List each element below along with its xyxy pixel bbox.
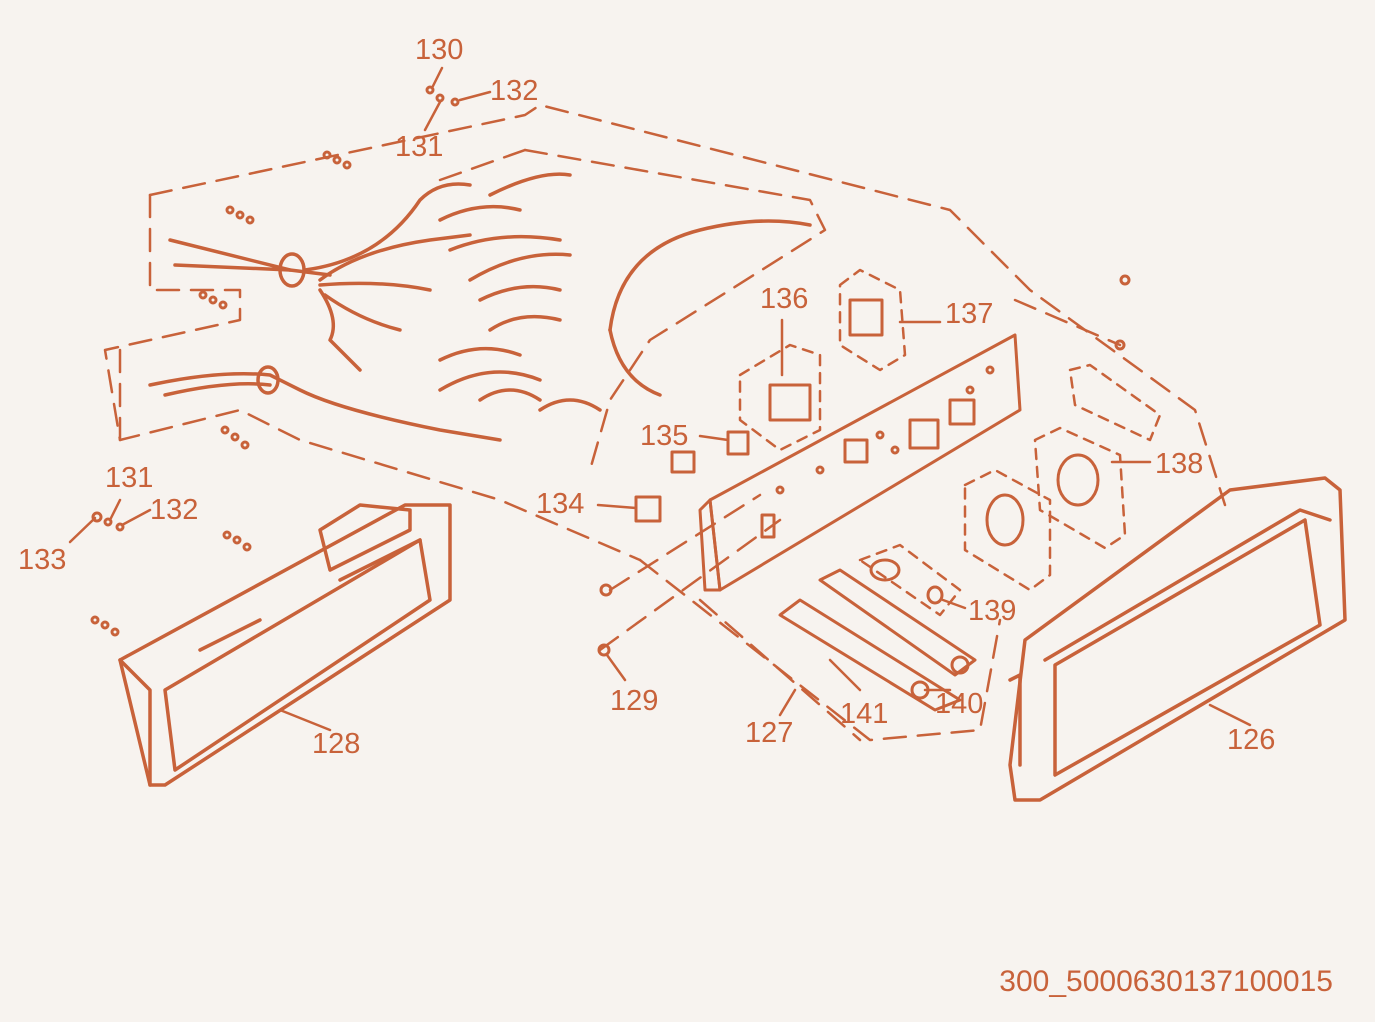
mounting-plate-128: [118, 503, 452, 787]
callout-137: 137: [945, 298, 994, 330]
front-bezel-126: [1008, 476, 1347, 802]
component-groups: [738, 268, 1162, 617]
wire-harness: [148, 172, 812, 442]
drawing-code: 300_5000630137100015: [999, 965, 1333, 998]
callout-135: 135: [640, 420, 689, 452]
callout-129: 129: [610, 685, 659, 717]
small-parts: [90, 85, 1131, 657]
callout-139: 139: [968, 595, 1017, 627]
callout-132-left: 132: [150, 494, 199, 526]
callout-134: 134: [536, 488, 585, 520]
callout-126: 126: [1227, 724, 1276, 756]
callout-133: 133: [18, 544, 67, 576]
callout-130: 130: [415, 34, 464, 66]
assembly-dashed-outlines: [103, 103, 1227, 742]
control-panel-127: [698, 333, 1022, 592]
callout-138: 138: [1155, 448, 1204, 480]
callout-132-top: 132: [490, 75, 539, 107]
leader-lines: [68, 66, 1252, 732]
callout-131-left: 131: [105, 462, 154, 494]
callout-131-top: 131: [395, 131, 444, 163]
callout-140: 140: [935, 688, 984, 720]
callout-136: 136: [760, 283, 809, 315]
switch-strips: [778, 568, 977, 712]
callout-141: 141: [840, 698, 889, 730]
callout-127: 127: [745, 717, 794, 749]
callout-128: 128: [312, 728, 361, 760]
